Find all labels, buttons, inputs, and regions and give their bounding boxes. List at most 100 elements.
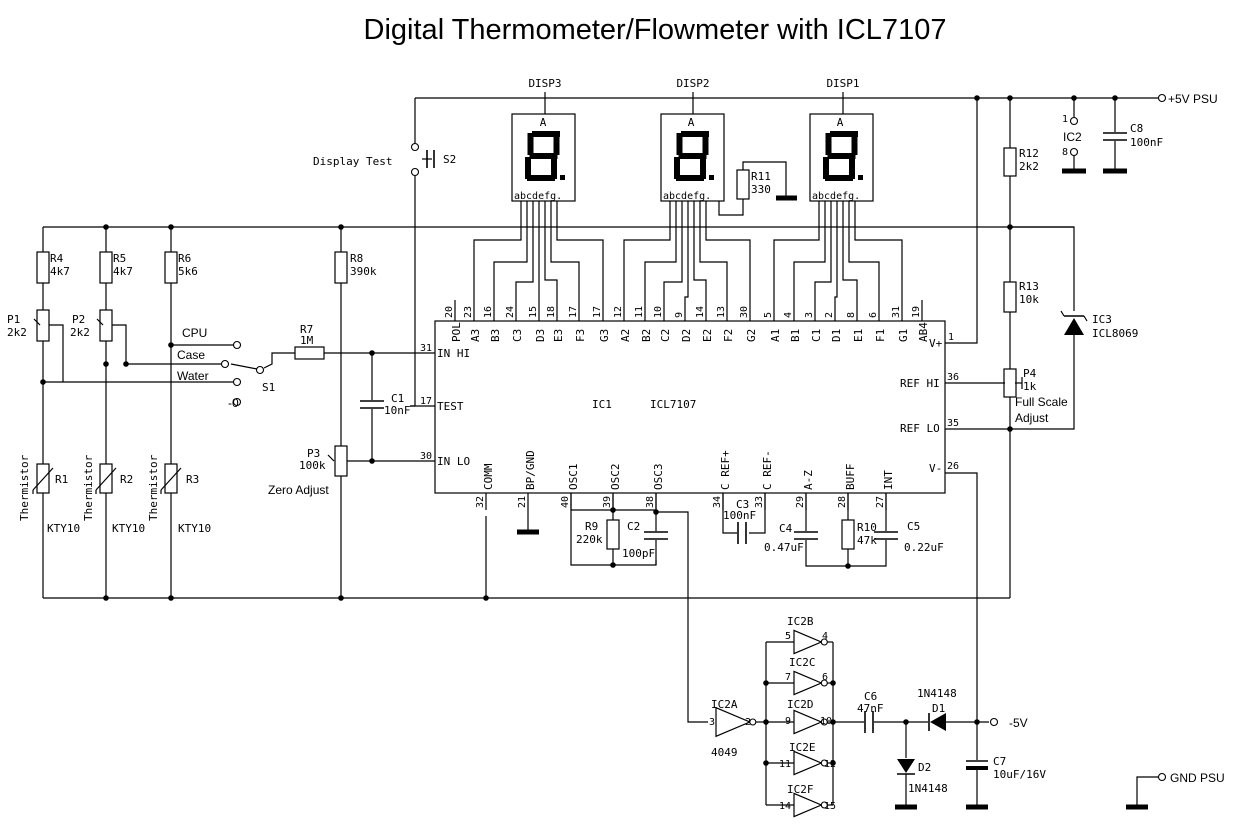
c5-name: C5: [907, 520, 920, 533]
inverter-array: [715, 629, 833, 818]
c1-value: 10nF: [384, 404, 411, 417]
display-segment: [830, 131, 858, 137]
c6-value: 47nF: [857, 702, 884, 715]
ic1-top-pin-label: B3: [489, 329, 502, 342]
d1-part: 1N4148: [917, 687, 957, 700]
ic2b-pin-out: 4: [822, 631, 828, 642]
display-segment: [702, 133, 709, 155]
r12-value: 2k2: [1019, 160, 1039, 173]
ic1-top-pin-label: C2: [659, 329, 672, 342]
ic1-bottom-pin-number: 29: [795, 496, 806, 508]
display-3: A abcdefg.: [511, 113, 576, 202]
ic1-top-pin-number: 31: [891, 306, 902, 318]
r2-name: R2: [120, 473, 133, 486]
r4-name: R4: [50, 252, 64, 265]
ic1-bottom-pin-number: 38: [645, 496, 656, 508]
p3-value: 100k: [299, 459, 326, 472]
r4-value: 4k7: [50, 265, 70, 278]
s1-selector-switch[interactable]: [43, 340, 295, 407]
ic1-bottom-pin-number: 32: [475, 496, 486, 508]
r8-name: R8: [350, 252, 363, 265]
ic1-top-pin-label: A2: [619, 329, 632, 342]
display-segment: [553, 133, 560, 155]
p3-name: P3: [307, 447, 320, 460]
display-segment: [529, 153, 558, 159]
ic2e-name: IC2E: [789, 741, 816, 754]
c2-name: C2: [627, 520, 640, 533]
ic1-pin-in-lo: IN LO: [437, 455, 470, 468]
ic1-top-pin-number: 23: [463, 306, 474, 318]
segment-wire: [550, 201, 580, 300]
ic1-pin-refhi: REF HI: [900, 377, 940, 390]
ic2d-pin-in: 9: [785, 716, 791, 727]
r3-type: KTY10: [178, 522, 211, 535]
display-decimal-point: [709, 175, 714, 180]
ic1-top-pin-label: POL: [450, 322, 463, 342]
ic1-top-pin-label: G2: [745, 329, 758, 342]
ic1-bottom-pin-label: OSC2: [609, 464, 622, 491]
ic1-top-pin-number: 9: [674, 312, 685, 318]
p4-label-2: Adjust: [1015, 411, 1049, 425]
disp2-name: DISP2: [676, 77, 709, 90]
vplus-wire: [945, 98, 978, 344]
display-decimal-point: [560, 175, 565, 180]
r1-name: R1: [55, 473, 68, 486]
ic1-top-pin-number: 17: [568, 306, 579, 318]
ic1-top-pin-number: 13: [716, 306, 727, 318]
r2-label: Thermistor: [82, 454, 95, 521]
segment-wire: [663, 201, 683, 300]
s1-option-off: -0: [228, 396, 239, 410]
segment-wire: [623, 201, 671, 300]
segment-wire: [842, 201, 858, 300]
ic1-top-pin-label: E3: [552, 329, 565, 342]
ic1-bottom-pin-label: BP/GND: [524, 450, 537, 490]
r6-value: 5k6: [178, 265, 198, 278]
display-segment: [674, 157, 680, 179]
ic1-top-pin-number: 30: [739, 306, 750, 318]
ic1-top-pin-label: F2: [722, 329, 735, 342]
ic2e-pin-out: 12: [824, 759, 836, 770]
ic1-top-pin-label: B2: [640, 329, 653, 342]
ic1-chip: [434, 320, 946, 494]
d2-diode: [895, 722, 917, 810]
c8-value: 100nF: [1130, 136, 1163, 149]
inverter-gate: [793, 750, 823, 776]
gnd-label: GND PSU: [1170, 771, 1225, 785]
ic1-top-pin-label: A1: [769, 329, 782, 342]
ic1-top-pin-label: G1: [897, 329, 910, 342]
ic1-top-pin-label: D1: [830, 329, 843, 342]
c1-name: C1: [391, 392, 404, 405]
ic1-pin-vplus: V+: [929, 337, 943, 350]
ic1-top-pin-label: E1: [852, 329, 865, 342]
display-segment: [681, 131, 709, 137]
disp3-name: DISP3: [528, 77, 561, 90]
vminus-label: -5V: [1009, 716, 1028, 730]
segment-wire: [684, 201, 689, 300]
ic1-top-pin-number: 20: [444, 306, 455, 318]
ic1-bottom-pin-label: OSC1: [567, 464, 580, 491]
d2-part: 1N4148: [908, 782, 948, 795]
ic1-bottom-pin-label: A-Z: [802, 470, 815, 490]
ic1-part: ICL7107: [650, 398, 696, 411]
r7-resistor: [294, 346, 410, 360]
ic1-bottom-pin-number: 40: [560, 496, 571, 508]
segment-wire: [556, 201, 604, 300]
r7-name: R7: [300, 323, 313, 336]
display-segment: [676, 175, 704, 181]
s2-display-test-switch[interactable]: [410, 142, 435, 407]
ic1-bottom-pin-label: INT: [882, 470, 895, 490]
c7-name: C7: [993, 755, 1006, 768]
ic1-bottom-pin-label: BUFF: [844, 464, 857, 491]
segment-wire: [644, 201, 677, 300]
ic1-top-pin-number: 5: [763, 312, 774, 318]
ic2-label: IC2: [1063, 130, 1082, 144]
c3-name: C3: [736, 498, 749, 511]
ic1-pin-vminus: V-: [929, 462, 942, 475]
integrator-network: [794, 493, 898, 569]
gnd-psu-terminal: [1126, 772, 1167, 810]
ic2f-pin-out: 15: [824, 801, 836, 812]
r12-name: R12: [1019, 147, 1039, 160]
ic1-pin-17-num: 17: [420, 396, 432, 407]
inverter-gate: [715, 706, 752, 738]
